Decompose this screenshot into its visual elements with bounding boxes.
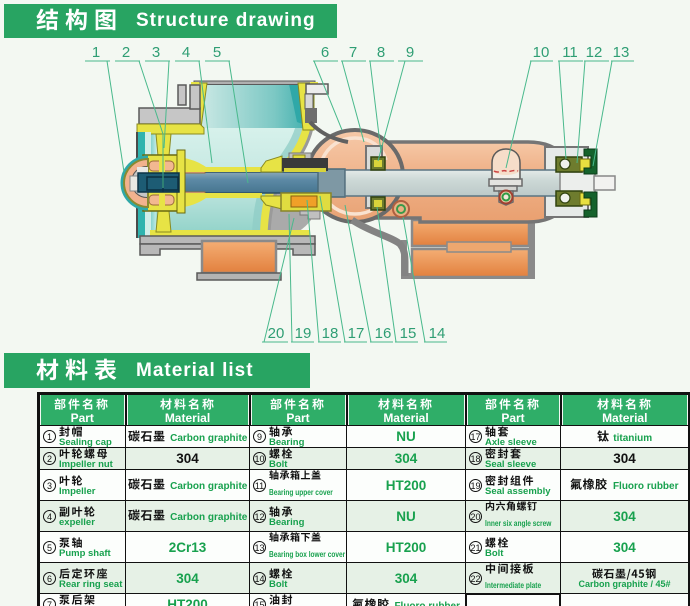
svg-text:10: 10 bbox=[533, 44, 550, 61]
svg-text:19: 19 bbox=[295, 325, 312, 342]
svg-text:16: 16 bbox=[375, 325, 392, 342]
svg-text:18: 18 bbox=[322, 325, 339, 342]
svg-text:4: 4 bbox=[182, 44, 190, 61]
svg-text:17: 17 bbox=[348, 325, 365, 342]
svg-text:8: 8 bbox=[377, 44, 385, 61]
svg-text:13: 13 bbox=[613, 44, 630, 61]
svg-text:5: 5 bbox=[213, 44, 221, 61]
svg-text:3: 3 bbox=[152, 44, 160, 61]
svg-text:9: 9 bbox=[406, 44, 414, 61]
svg-text:1: 1 bbox=[92, 44, 100, 61]
svg-text:11: 11 bbox=[562, 44, 578, 61]
svg-text:2: 2 bbox=[122, 44, 130, 61]
svg-text:20: 20 bbox=[268, 325, 285, 342]
svg-text:15: 15 bbox=[400, 325, 417, 342]
svg-text:7: 7 bbox=[349, 44, 357, 61]
svg-text:6: 6 bbox=[321, 44, 329, 61]
svg-text:12: 12 bbox=[586, 44, 603, 61]
svg-text:14: 14 bbox=[429, 325, 446, 342]
